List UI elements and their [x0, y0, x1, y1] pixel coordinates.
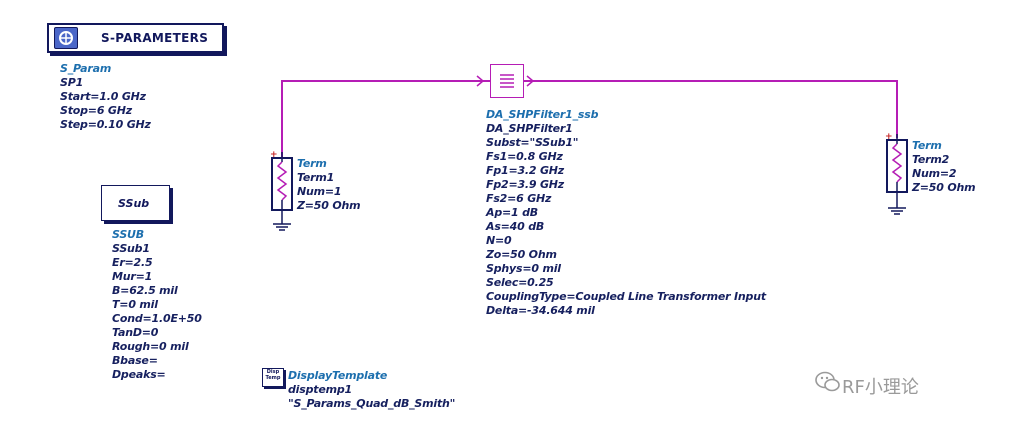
term2-plus: +	[885, 132, 893, 142]
filter-fp2: Fp2=3.9 GHz	[486, 178, 565, 191]
sparameters-step: Step=0.10 GHz	[60, 118, 151, 131]
display-template-instance: disptemp1	[288, 383, 352, 396]
filter-subst: Subst="SSub1"	[486, 136, 579, 149]
ssub-er: Er=2.5	[112, 256, 153, 269]
sparameters-title: S-PARAMETERS	[101, 31, 209, 45]
term2-instance: Term2	[912, 153, 950, 166]
ssub-title: SSub	[118, 197, 150, 210]
term1-plus: +	[270, 150, 278, 160]
watermark-text: RF小理论	[842, 377, 919, 398]
sparameters-component[interactable]: S-PARAMETERS	[47, 23, 224, 53]
term1-z: Z=50 Ohm	[297, 199, 361, 212]
filter-params: DA_SHPFilter1_ssb DA_SHPFilter1 Subst="S…	[486, 108, 766, 318]
term2-z: Z=50 Ohm	[912, 181, 976, 194]
ssub-mur: Mur=1	[112, 270, 153, 283]
wire-right-vertical	[896, 80, 898, 138]
ssub-params: SSUB SSub1 Er=2.5 Mur=1 B=62.5 mil T=0 m…	[112, 228, 202, 382]
filter-icon	[500, 74, 514, 88]
wechat-icon	[815, 370, 841, 398]
sparameters-class: S_Param	[60, 62, 112, 75]
term2-class: Term	[912, 139, 942, 152]
wire-top	[281, 80, 897, 82]
term1-minus: −	[270, 206, 278, 216]
display-template-value: "S_Params_Quad_dB_Smith"	[288, 397, 456, 410]
filter-zo: Zo=50 Ohm	[486, 248, 557, 261]
sparameters-start: Start=1.0 GHz	[60, 90, 146, 103]
term2-resistor-icon	[886, 134, 908, 215]
sparameters-icon	[54, 27, 78, 49]
term1-params: Term Term1 Num=1 Z=50 Ohm	[297, 157, 361, 213]
wire-left-vertical	[281, 80, 283, 158]
sparameters-params: S_Param SP1 Start=1.0 GHz Stop=6 GHz Ste…	[60, 62, 151, 132]
filter-sphys: Sphys=0 mil	[486, 262, 561, 275]
filter-n: N=0	[486, 234, 512, 247]
filter-as: As=40 dB	[486, 220, 545, 233]
term2-minus: −	[885, 188, 893, 198]
ssub-bbase: Bbase=	[112, 354, 158, 367]
display-template-component[interactable]: Disp Temp	[262, 368, 284, 387]
ssub-b: B=62.5 mil	[112, 284, 178, 297]
display-template-class: DisplayTemplate	[288, 369, 388, 382]
filter-port1-icon	[473, 73, 491, 89]
ssub-tand: TanD=0	[112, 326, 159, 339]
term1-num: Num=1	[297, 185, 342, 198]
ssub-class: SSUB	[112, 228, 144, 241]
term1-class: Term	[297, 157, 327, 170]
filter-component[interactable]	[490, 64, 524, 98]
filter-ap: Ap=1 dB	[486, 206, 538, 219]
ssub-component[interactable]: SSub	[101, 185, 170, 221]
filter-selec: Selec=0.25	[486, 276, 554, 289]
term1-component[interactable]: + −	[268, 150, 298, 234]
sparameters-instance: SP1	[60, 76, 84, 89]
ssub-rough: Rough=0 mil	[112, 340, 189, 353]
term2-num: Num=2	[912, 167, 957, 180]
term2-component[interactable]: + −	[883, 132, 913, 218]
filter-fs1: Fs1=0.8 GHz	[486, 150, 563, 163]
filter-fp1: Fp1=3.2 GHz	[486, 164, 565, 177]
term2-params: Term Term2 Num=2 Z=50 Ohm	[912, 139, 976, 195]
display-template-params: DisplayTemplate disptemp1 "S_Params_Quad…	[288, 369, 455, 411]
filter-fs2: Fs2=6 GHz	[486, 192, 552, 205]
sparameters-stop: Stop=6 GHz	[60, 104, 132, 117]
filter-delta: Delta=-34.644 mil	[486, 304, 595, 317]
filter-instance: DA_SHPFilter1	[486, 122, 573, 135]
display-template-icon-label: Disp Temp	[265, 369, 281, 381]
term1-resistor-icon	[271, 152, 293, 231]
filter-port2-icon	[523, 73, 541, 89]
ssub-instance: SSub1	[112, 242, 150, 255]
filter-couplingtype: CouplingType=Coupled Line Transformer In…	[486, 290, 766, 303]
term1-instance: Term1	[297, 171, 335, 184]
filter-class: DA_SHPFilter1_ssb	[486, 108, 599, 121]
ssub-t: T=0 mil	[112, 298, 158, 311]
ssub-dpeaks: Dpeaks=	[112, 368, 166, 381]
ssub-cond: Cond=1.0E+50	[112, 312, 202, 325]
